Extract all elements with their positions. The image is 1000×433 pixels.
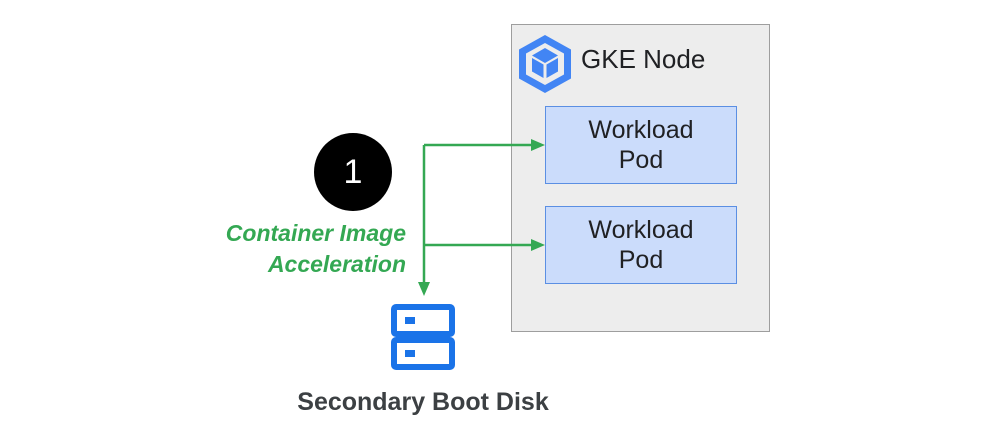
acceleration-label: Container Image Acceleration — [225, 220, 406, 277]
arrowhead-pod-2 — [531, 239, 545, 251]
workload-pod: Workload Pod — [545, 106, 737, 184]
pod-label: Workload Pod — [588, 216, 694, 274]
arrowhead-pod-1 — [531, 139, 545, 151]
pod-label: Workload Pod — [588, 116, 694, 174]
arrowhead-disk — [418, 282, 430, 296]
disk-label: Secondary Boot Disk — [297, 388, 549, 416]
gke-hexagon-icon — [519, 35, 571, 93]
storage-disk-icon — [391, 304, 455, 370]
node-title: GKE Node — [581, 44, 706, 74]
step-number-badge: 1 — [314, 133, 392, 211]
workload-pod: Workload Pod — [545, 206, 737, 284]
